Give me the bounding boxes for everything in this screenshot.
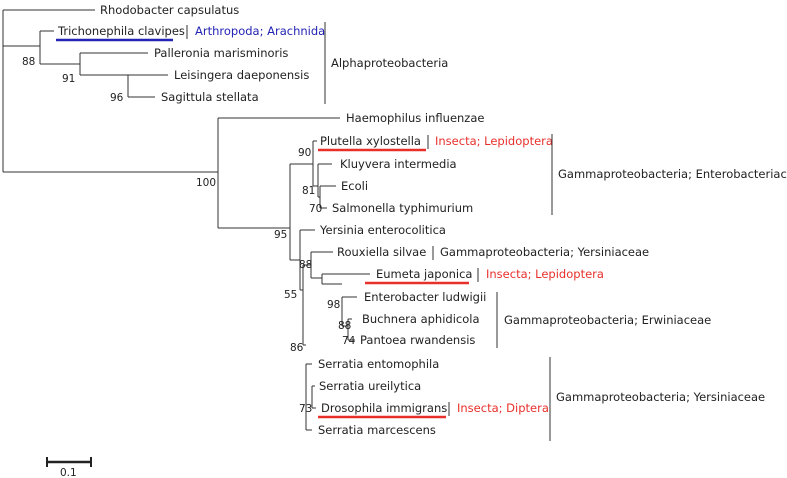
taxon-trichonephila: Trichonephila clavipes [57,24,185,38]
annotation-eumeta: Insecta; Lepidoptera [486,267,604,281]
bootstrap-value: 86 [290,342,304,354]
annotation-rouxiella: Gammaproteobacteria; Yersiniaceae [440,245,649,259]
bootstrap-value: 88 [299,259,312,271]
bootstrap-value: 81 [302,185,315,197]
bootstrap-value: 73 [299,403,312,415]
bootstrap-value: 55 [284,289,297,301]
taxon-plutella: Plutella xylostella [320,134,421,148]
taxon-ecoli: Ecoli [341,179,368,193]
bootstrap-value: 88 [22,56,35,68]
group-brackets: Alphaproteobacteria Gammaproteobacteria;… [324,22,787,441]
highlight-underlines [56,38,469,419]
group-label-erwiniaceae: Gammaproteobacteria; Erwiniaceae [504,313,711,327]
bootstrap-value: 88 [338,320,351,332]
taxon-eumeta: Eumeta japonica [376,267,472,281]
taxon-enterobacter: Enterobacter ludwigii [364,290,486,304]
taxon-leisingera: Leisingera daeponensis [174,68,309,82]
bootstrap-value: 100 [196,177,216,189]
tree-branches [2,9,370,431]
bootstrap-value: 70 [309,203,322,215]
bootstrap-value: 96 [110,92,124,104]
bootstrap-value: 98 [327,299,340,311]
scale-bar: 0.1 [46,457,92,478]
taxon-pantoea: Pantoea rwandensis [360,333,475,347]
annotation-trichonephila: Arthropoda; Arachnida [195,24,325,38]
bootstrap-value: 91 [62,73,75,85]
taxon-rouxiella: Rouxiella silvae [337,245,426,259]
group-label-yersiniaceae: Gammaproteobacteria; Yersiniaceae [556,390,765,404]
taxon-yersinia: Yersinia enterocolitica [319,223,446,237]
bootstrap-value: 95 [274,229,287,241]
taxon-sagittula: Sagittula stellata [161,90,259,104]
inline-annotations: Arthropoda; Arachnida Insecta; Lepidopte… [186,24,649,416]
bootstrap-value: 74 [342,335,356,347]
taxon-labels: Rhodobacter capsulatus Trichonephila cla… [57,3,486,437]
taxon-palleronia: Palleronia marisminoris [154,46,288,60]
taxon-buchnera: Buchnera aphidicola [362,312,480,326]
taxon-serratia-marcescens: Serratia marcescens [318,423,436,437]
taxon-kluyvera: Kluyvera intermedia [340,157,457,171]
group-label-alphaproteobacteria: Alphaproteobacteria [331,56,448,70]
bootstrap-values: 88 91 96 100 90 81 70 95 88 55 98 88 74 … [22,56,356,415]
taxon-salmonella: Salmonella typhimurium [332,201,473,215]
group-label-enterobacteriaceae: Gammaproteobacteria; Enterobacteriaceae [558,167,787,181]
taxon-serratia-entomophila: Serratia entomophila [318,357,439,371]
taxon-serratia-ureilytica: Serratia ureilytica [319,379,421,393]
taxon-rhodobacter: Rhodobacter capsulatus [100,3,239,17]
taxon-haemophilus: Haemophilus influenzae [346,111,484,125]
scale-bar-label: 0.1 [60,467,77,478]
annotation-drosophila: Insecta; Diptera [457,401,549,415]
taxon-drosophila: Drosophila immigrans [321,401,447,415]
annotation-plutella: Insecta; Lepidoptera [435,134,553,148]
bootstrap-value: 90 [298,147,311,159]
